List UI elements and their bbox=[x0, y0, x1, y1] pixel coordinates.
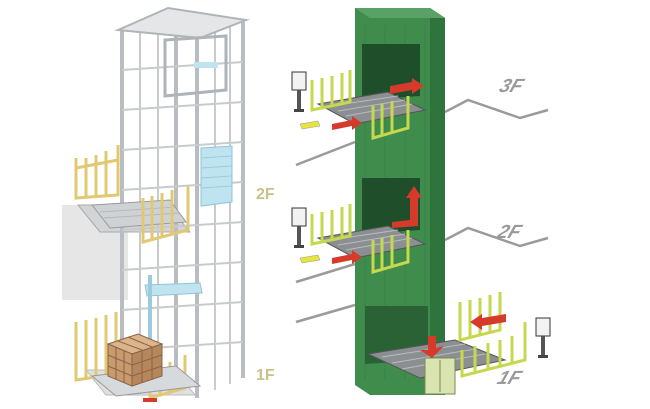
floor-label-2f-left: 2F bbox=[256, 186, 275, 203]
tower-roof bbox=[114, 6, 250, 40]
floor-lines bbox=[295, 98, 549, 324]
cargo-boxes bbox=[106, 333, 164, 387]
glass-panel bbox=[200, 145, 233, 207]
call-station-2f bbox=[291, 207, 307, 248]
direction-arrows bbox=[332, 78, 506, 358]
gate-2f-green bbox=[310, 204, 410, 274]
gate-2f bbox=[74, 145, 190, 244]
door-2f bbox=[362, 178, 420, 234]
floor-label-1f-left: 1F bbox=[256, 367, 275, 384]
call-station-1f bbox=[535, 317, 551, 358]
call-station-3f bbox=[291, 71, 307, 112]
gate-3f bbox=[310, 70, 410, 140]
gate-1f-green bbox=[458, 292, 527, 378]
